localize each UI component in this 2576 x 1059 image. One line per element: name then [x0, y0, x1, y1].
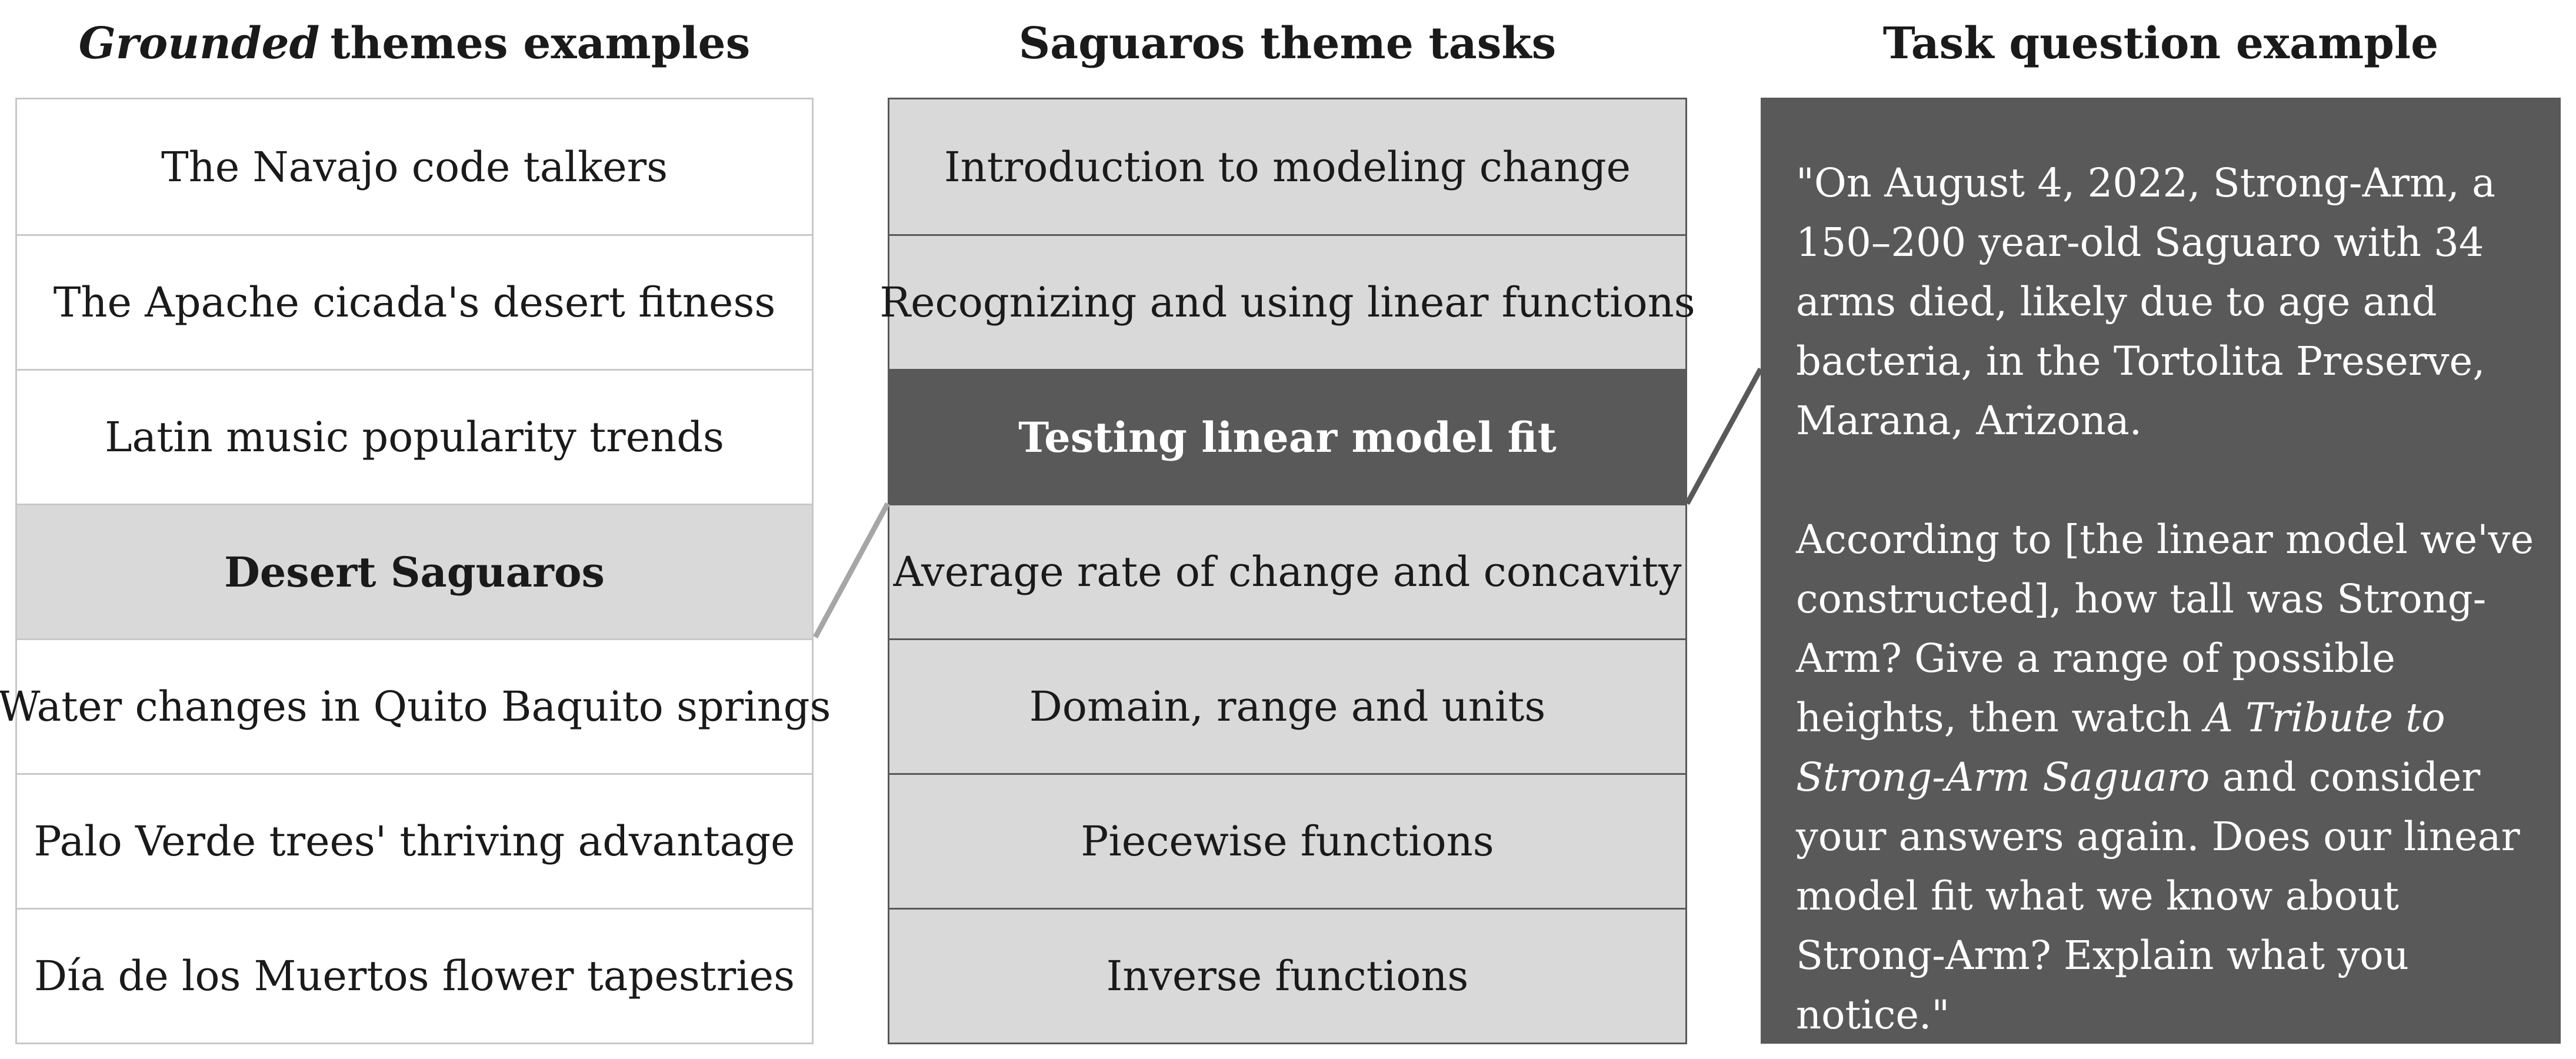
theme-item-quito-baquito-springs: Water changes in Quito Baquito springs — [0, 638, 831, 773]
themes-list: The Navajo code talkers The Apache cicad… — [0, 98, 831, 1044]
theme-item-latin-music: Latin music popularity trends — [17, 369, 812, 504]
theme-item-navajo-code-talkers: The Navajo code talkers — [17, 99, 812, 234]
themes-title-italic: Grounded — [78, 18, 320, 69]
task-item-piecewise-functions: Piecewise functions — [889, 773, 1685, 908]
task-item-linear-functions: Recognizing and using linear functions — [879, 234, 1695, 369]
question-example-panel: "On August 4, 2022, Strong-Arm, a 150–20… — [1761, 98, 2561, 1044]
question-paragraph-context: "On August 4, 2022, Strong-Arm, a 150–20… — [1796, 160, 2496, 444]
theme-item-dia-de-los-muertos: Día de los Muertos flower tapestries — [17, 908, 812, 1043]
connector-task-to-question — [1685, 367, 1763, 505]
question-paragraph-prompt: According to [the linear model we've con… — [1796, 510, 2537, 1045]
tasks-column-title: Saguaros theme tasks — [1018, 18, 1557, 69]
theme-item-apache-cicada: The Apache cicada's desert fitness — [17, 234, 812, 369]
connector-theme-to-tasks — [813, 502, 890, 639]
question-prompt-after: and consider your answers again. Does ou… — [1796, 754, 2520, 1038]
task-item-modeling-change: Introduction to modeling change — [889, 99, 1685, 234]
theme-item-palo-verde-trees: Palo Verde trees' thriving advantage — [17, 773, 812, 908]
tasks-list: Introduction to modeling change Recogniz… — [879, 98, 1695, 1044]
question-column-title: Task question example — [1882, 18, 2439, 69]
question-video-title: A Tribute to Strong-Arm Saguaro — [1796, 695, 2445, 800]
task-item-domain-range-units: Domain, range and units — [889, 638, 1685, 773]
theme-item-desert-saguaros: Desert Saguaros — [17, 504, 812, 638]
task-item-testing-linear-fit: Testing linear model fit — [889, 369, 1685, 504]
task-item-rate-of-change: Average rate of change and concavity — [889, 504, 1685, 638]
question-prompt-before: According to [the linear model we've con… — [1796, 517, 2534, 741]
themes-title-rest: themes examples — [330, 18, 751, 69]
task-item-inverse-functions: Inverse functions — [889, 908, 1685, 1043]
